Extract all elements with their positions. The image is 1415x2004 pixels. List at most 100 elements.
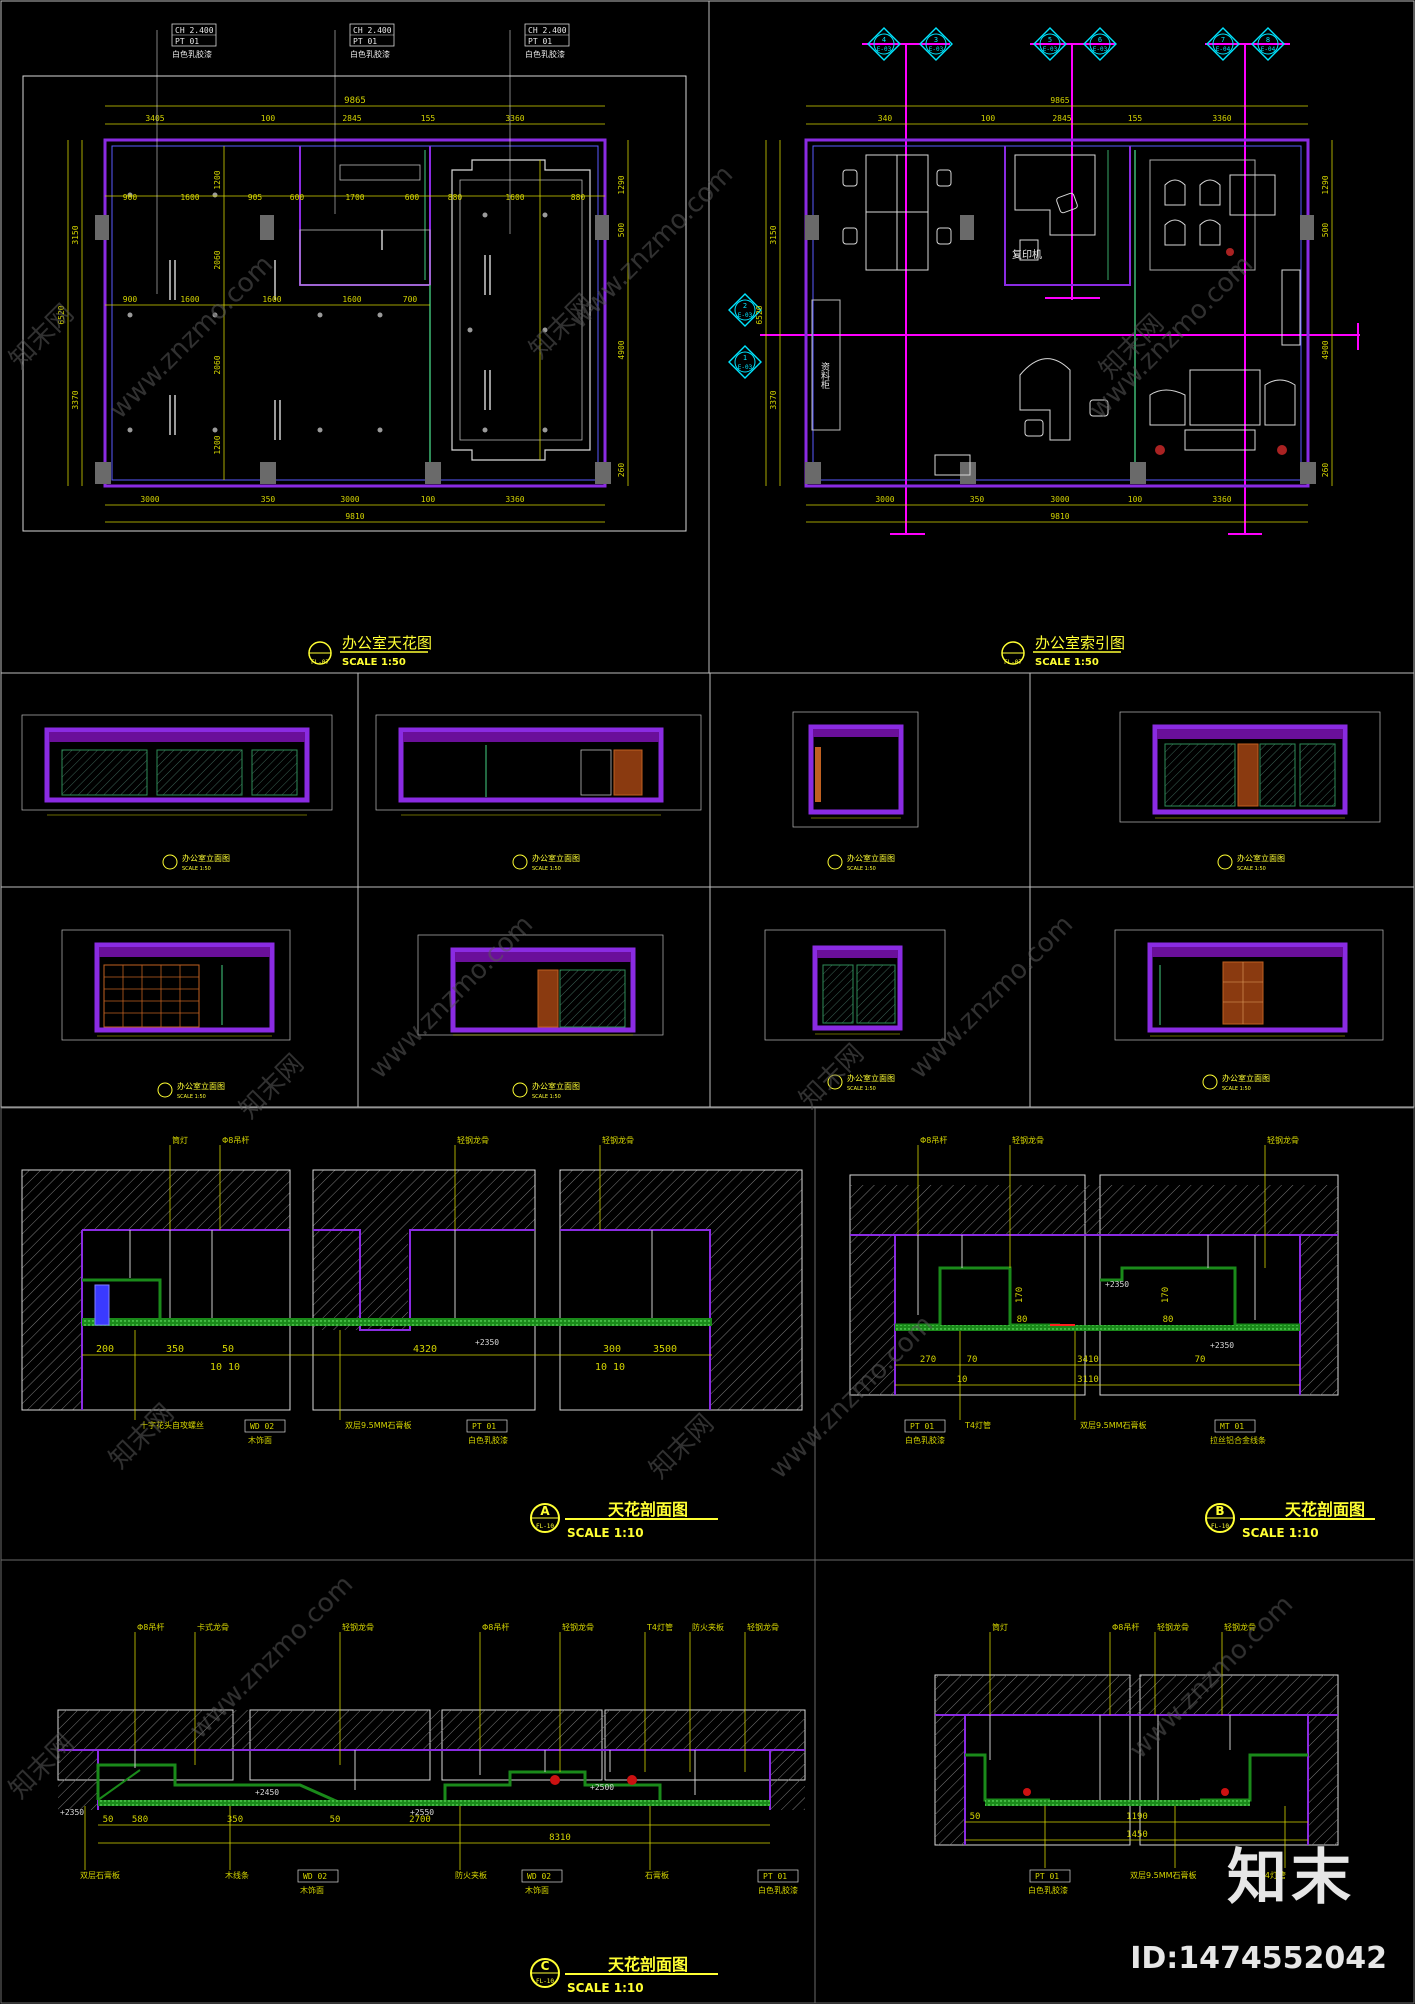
elevation-8 <box>1114 929 1384 1041</box>
svg-text:双层石膏板: 双层石膏板 <box>80 1870 120 1880</box>
section-scale: SCALE 1:10 <box>1242 1526 1319 1540</box>
room-label-cabinet: 资料柜 <box>819 362 830 390</box>
elevation-5 <box>61 929 291 1041</box>
svg-text:E-03: E-03 <box>877 46 892 53</box>
svg-text:SCALE 1:50: SCALE 1:50 <box>1222 1086 1251 1092</box>
svg-text:防火夹板: 防火夹板 <box>692 1622 724 1632</box>
dim-in2-2: 1600 <box>180 295 199 304</box>
dim-bot-5: 3360 <box>505 495 524 504</box>
room-label-copier: 复印机 <box>1012 248 1042 261</box>
svg-text:知末网: 知末网 <box>234 1049 310 1125</box>
dim-in2-4: 1600 <box>342 295 361 304</box>
svg-text:8310: 8310 <box>549 1833 571 1843</box>
section-a-callouts: 十字花头自攻螺丝 WD 02 木饰面 双层9.5MM石膏板 PT 01 白色乳胶… <box>134 1330 508 1445</box>
svg-text:2700: 2700 <box>409 1815 431 1825</box>
section-c-title: C FL-10 天花剖面图 SCALE 1:10 <box>530 1955 718 1995</box>
svg-text:办公室立面图: 办公室立面图 <box>1237 853 1285 863</box>
svg-text:8: 8 <box>1266 36 1270 44</box>
svg-text:www.znzmo.com: www.znzmo.com <box>1084 250 1259 425</box>
dim-in1-5: 1700 <box>345 193 364 202</box>
svg-text:PT 01: PT 01 <box>763 1872 787 1881</box>
svg-text:十字花头自攻螺丝: 十字花头自攻螺丝 <box>140 1420 204 1430</box>
tag-pt: PT 01 <box>353 37 377 46</box>
svg-text:70: 70 <box>967 1355 978 1365</box>
svg-text:WD 02: WD 02 <box>303 1872 327 1881</box>
svg-text:www.znzmo.com: www.znzmo.com <box>904 910 1079 1085</box>
svg-text:PT 01: PT 01 <box>472 1422 496 1431</box>
dim-in1-4: 600 <box>290 193 305 202</box>
svg-text:轻钢龙骨: 轻钢龙骨 <box>1157 1622 1189 1632</box>
svg-text:轻钢龙骨: 轻钢龙骨 <box>602 1135 634 1145</box>
dim-in1-2: 1600 <box>180 193 199 202</box>
ceiling-height-tags: CH 2.400 PT 01 白色乳胶漆 CH 2.400 PT 01 白色乳胶… <box>156 23 570 294</box>
svg-text:知末网: 知末网 <box>644 1409 720 1485</box>
dim-right-4: 260 <box>617 463 626 478</box>
elevation-1 <box>21 714 333 816</box>
plan-title: 办公室天花图 <box>342 634 432 652</box>
svg-text:+2350: +2350 <box>1105 1280 1129 1289</box>
dim-in1-1: 900 <box>123 193 138 202</box>
svg-text:双层9.5MM石膏板: 双层9.5MM石膏板 <box>1130 1870 1197 1880</box>
tag-ch: CH 2.400 <box>175 26 214 35</box>
svg-text:+2350: +2350 <box>1210 1341 1234 1350</box>
svg-text:www.znzmo.com: www.znzmo.com <box>364 910 539 1085</box>
index-markers-top: 4 E-03 3 E-03 5 E-03 6 E-03 <box>867 27 1285 61</box>
dim-right-1: 1290 <box>617 175 626 194</box>
svg-text:2: 2 <box>743 302 747 310</box>
section-title: 天花剖面图 <box>608 1955 688 1974</box>
svg-text:Φ8吊杆: Φ8吊杆 <box>222 1135 249 1145</box>
svg-text:办公室立面图: 办公室立面图 <box>532 1081 580 1091</box>
svg-text:轻钢龙骨: 轻钢龙骨 <box>1224 1622 1256 1632</box>
dim-left-1: 3150 <box>71 225 80 244</box>
svg-text:防火夹板: 防火夹板 <box>455 1870 487 1880</box>
svg-text:E-03: E-03 <box>738 364 753 371</box>
elevation-title: 办公室立面图 <box>182 853 230 863</box>
elevation-3 <box>792 711 919 828</box>
svg-text:FL-10: FL-10 <box>1211 1523 1229 1530</box>
svg-text:木饰面: 木饰面 <box>525 1885 549 1895</box>
svg-text:1290: 1290 <box>1321 175 1330 194</box>
dim-in1-7: 880 <box>448 193 463 202</box>
svg-text:4: 4 <box>882 36 886 44</box>
svg-text:170: 170 <box>1161 1287 1171 1303</box>
ceiling-plan: 9865 3405 100 2845 155 3360 900 1600 905… <box>22 23 687 668</box>
svg-text:+2350: +2350 <box>475 1338 499 1347</box>
svg-text:石膏板: 石膏板 <box>645 1870 669 1880</box>
watermarks: www.znzmo.com www.znzmo.com www.znzmo.co… <box>4 160 1299 1805</box>
svg-text:SCALE 1:50: SCALE 1:50 <box>847 1086 876 1092</box>
svg-text:SCALE 1:50: SCALE 1:50 <box>177 1094 206 1100</box>
svg-text:办公室立面图: 办公室立面图 <box>847 853 895 863</box>
svg-text:260: 260 <box>1321 463 1330 478</box>
dim-bot-2: 350 <box>261 495 276 504</box>
svg-text:WD 02: WD 02 <box>250 1422 274 1431</box>
svg-text:3: 3 <box>934 36 938 44</box>
section-scale: SCALE 1:10 <box>567 1526 644 1540</box>
dim-in2-3: 1600 <box>262 295 281 304</box>
dim-bot-4: 100 <box>421 495 436 504</box>
svg-text:T4灯管: T4灯管 <box>964 1420 991 1430</box>
svg-text:Φ8吊杆: Φ8吊杆 <box>482 1622 509 1632</box>
tag-note: 白色乳胶漆 <box>172 49 212 59</box>
svg-text:E-03: E-03 <box>1093 46 1108 53</box>
svg-text:T4灯管: T4灯管 <box>1259 1870 1286 1880</box>
svg-text:WD 02: WD 02 <box>527 1872 551 1881</box>
ceiling-plan-title: FL-07 办公室天花图 SCALE 1:50 <box>308 634 432 668</box>
svg-text:10: 10 <box>957 1375 968 1385</box>
svg-text:1190: 1190 <box>1126 1812 1148 1822</box>
index-markers-left: 2 E-03 1 E-03 <box>728 293 762 379</box>
svg-text:1: 1 <box>743 354 747 362</box>
section-c: Φ8吊杆 卡式龙骨 轻钢龙骨 Φ8吊杆 轻钢龙骨 T4灯管 防火夹板 轻钢龙骨 … <box>57 1622 806 1995</box>
elevation-7 <box>764 929 946 1041</box>
svg-text:170: 170 <box>1015 1287 1025 1303</box>
dim-in2-1: 900 <box>123 295 138 304</box>
tag-note: 白色乳胶漆 <box>525 49 565 59</box>
dim-left-2: 6520 <box>57 305 66 324</box>
section-title: 天花剖面图 <box>1285 1500 1365 1519</box>
elevation-2 <box>375 714 702 816</box>
svg-text:80: 80 <box>1017 1315 1028 1325</box>
svg-text:100: 100 <box>981 114 996 123</box>
svg-text:200: 200 <box>96 1344 114 1355</box>
svg-text:350: 350 <box>227 1815 243 1825</box>
